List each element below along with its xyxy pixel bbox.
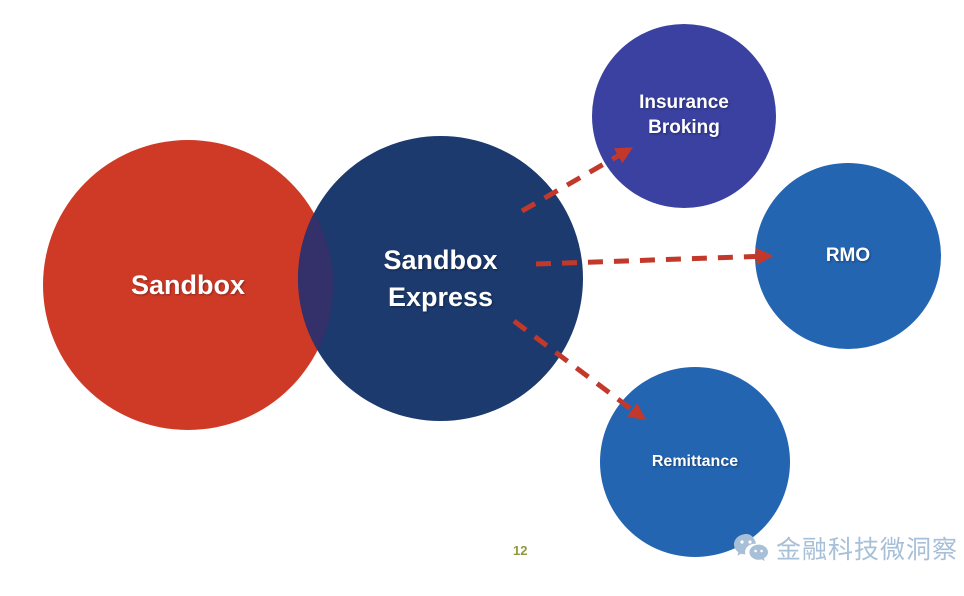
node-sandbox-express-label: Sandbox Express	[383, 245, 498, 312]
node-sandbox-label: Sandbox	[130, 269, 245, 300]
node-insurance-broking-label: Insurance Broking	[639, 92, 729, 138]
node-sandbox: Sandbox	[43, 140, 333, 430]
wechat-icon	[733, 534, 768, 561]
node-remittance: Remittance	[600, 367, 790, 557]
watermark-text: 金融科技微洞察	[775, 536, 958, 564]
page-number: 12	[513, 543, 528, 558]
node-rmo-label: RMO	[825, 245, 871, 266]
node-remittance-label: Remittance	[651, 453, 739, 470]
node-rmo: RMO	[755, 163, 941, 349]
node-sandbox-express: Sandbox Express	[298, 136, 583, 421]
watermark: 金融科技微洞察	[733, 530, 958, 566]
node-insurance-broking: Insurance Broking	[592, 24, 776, 208]
